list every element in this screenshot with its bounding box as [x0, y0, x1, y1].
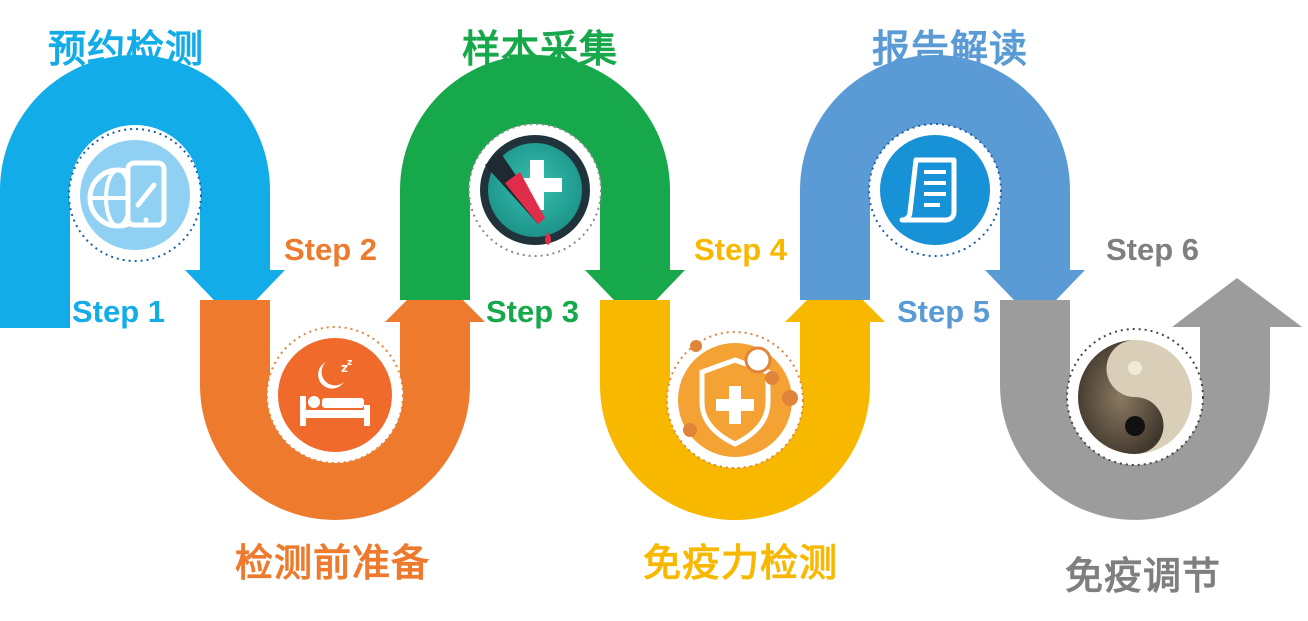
blood-dropper-icon: [468, 123, 602, 257]
band-step-4: [600, 272, 885, 520]
step-2-label: Step 2: [284, 232, 378, 267]
yin-yang-icon: [1066, 328, 1204, 466]
step-6-title: 免疫调节: [1065, 554, 1222, 598]
step-4-label: Step 4: [694, 232, 788, 267]
step-5-label: Step 5: [897, 294, 991, 329]
step-2-title: 检测前准备: [235, 541, 431, 585]
band-step-6: [1000, 278, 1302, 520]
step-1-label: Step 1: [72, 294, 166, 329]
step-3-label: Step 3: [486, 294, 580, 329]
band-step-2: [200, 272, 485, 520]
svg-text:z: z: [347, 358, 352, 368]
step-5-title: 报告解读: [872, 27, 1029, 71]
step-3-title: 样本采集: [462, 27, 619, 71]
step-4-title: 免疫力检测: [643, 541, 839, 585]
step-6-label: Step 6: [1106, 232, 1200, 267]
band-step-3: [400, 55, 685, 322]
step-1-title: 预约检测: [48, 27, 205, 71]
svg-text:z: z: [341, 361, 348, 375]
globe-link-phone-icon: [68, 128, 202, 262]
band-step-5: [800, 55, 1085, 322]
immune-shield-icon: [666, 331, 804, 469]
sleeping-bed-icon: z z: [266, 326, 404, 464]
band-step-1: [0, 55, 285, 328]
report-document-icon: [868, 123, 1002, 257]
